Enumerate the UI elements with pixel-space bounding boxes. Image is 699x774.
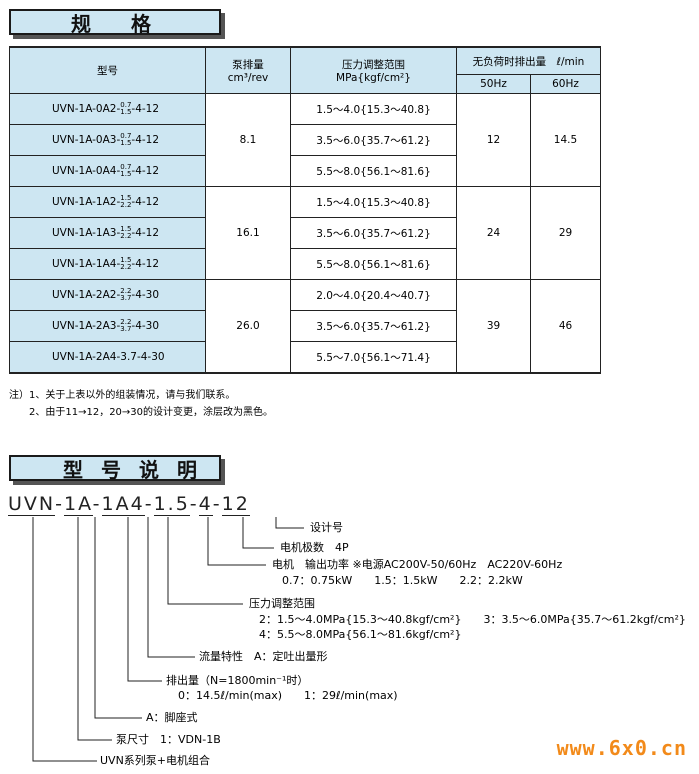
header-flow: 无负荷时排出量 ℓ/min [456, 46, 601, 75]
cell-flow-60hz: 29 [530, 186, 601, 280]
cell-pressure: 1.5～4.0{15.3～40.8} [290, 93, 457, 125]
cell-flow-50hz: 39 [456, 279, 531, 374]
label-motor: 电机 输出功率 ※电源AC200V-50/60Hz AC220V-60Hz [272, 558, 563, 571]
code-series: UVN [8, 493, 56, 516]
cell-pressure: 5.5～8.0{56.1～81.6} [290, 248, 457, 280]
code-design: 12 [221, 493, 250, 516]
label-output-options: 0：14.5ℓ/min(max) 1：29ℓ/min(max) [178, 689, 398, 702]
code-pressure: 4 [130, 493, 145, 516]
header-50hz: 50Hz [456, 74, 531, 94]
cell-pressure: 2.0～4.0{20.4～40.7} [290, 279, 457, 311]
code-dash: - [212, 493, 222, 515]
model-code: UVN-1A-1A4-1.5-4-12 [8, 493, 250, 516]
note-2: 2、由于11→12，20→30的设计变更，涂层改为黑色。 [9, 407, 274, 418]
cell-pressure: 3.5～6.0{35.7～61.2} [290, 310, 457, 342]
label-pump-size: 泵尺寸 1：VDN-1B [116, 733, 221, 746]
label-pressure-options-2: 4：5.5～8.0MPa{56.1～81.6kgf/cm²} [259, 628, 462, 641]
code-motor: 1.5 [153, 493, 190, 516]
table-row: UVN-1A-2A4-3.7-4-30 5.5～7.0{56.1～71.4} [9, 341, 601, 374]
cell-model: UVN-1A-2A4-3.7-4-30 [9, 341, 206, 374]
site-watermark: www.6x0.cn [556, 736, 687, 760]
label-mount: A：脚座式 [146, 711, 198, 724]
label-output: 排出量（N=1800min⁻¹时） [166, 674, 309, 687]
notes: 注）1、关于上表以外的组装情况，请与我们联系。 2、由于11→12，20→30的… [9, 387, 273, 421]
label-flow-characteristic: 流量特性 A：定吐出量形 [199, 650, 328, 663]
section-banner-spec: 规格 [9, 9, 221, 36]
code-dash: - [189, 493, 199, 515]
code-size: 1 [63, 493, 79, 516]
code-dash: - [144, 493, 154, 515]
cell-flow-60hz: 46 [530, 279, 601, 374]
header-model: 型号 [9, 46, 206, 94]
code-output: 1 [101, 493, 116, 516]
cell-displacement: 26.0 [205, 279, 291, 374]
cell-flow-60hz: 14.5 [530, 93, 601, 187]
code-flowchar: A [115, 493, 131, 516]
cell-pressure: 5.5～7.0{56.1～71.4} [290, 341, 457, 374]
label-poles: 电机极数 4P [280, 541, 349, 554]
cell-displacement: 16.1 [205, 186, 291, 280]
cell-pressure: 1.5～4.0{15.3～40.8} [290, 186, 457, 218]
code-dash: - [55, 493, 64, 515]
section-banner-model: 型号说明 [9, 455, 221, 482]
cell-pressure: 3.5～6.0{35.7～61.2} [290, 124, 457, 156]
label-series: UVN系列泵+电机组合 [100, 754, 211, 767]
code-mount: A [78, 493, 93, 516]
label-design: 设计号 [310, 521, 343, 534]
label-pressure: 压力调整范围 [249, 597, 315, 610]
note-1: 注）1、关于上表以外的组装情况，请与我们联系。 [9, 390, 236, 401]
cell-pressure: 5.5～8.0{56.1～81.6} [290, 155, 457, 187]
label-motor-options: 0.7：0.75kW 1.5：1.5kW 2.2：2.2kW [282, 574, 523, 587]
cell-displacement: 8.1 [205, 93, 291, 187]
code-dash: - [92, 493, 102, 515]
code-poles: 4 [198, 493, 213, 516]
label-pressure-options-1: 2：1.5～4.0MPa{15.3～40.8kgf/cm²} 3：3.5～6.0… [259, 613, 686, 626]
